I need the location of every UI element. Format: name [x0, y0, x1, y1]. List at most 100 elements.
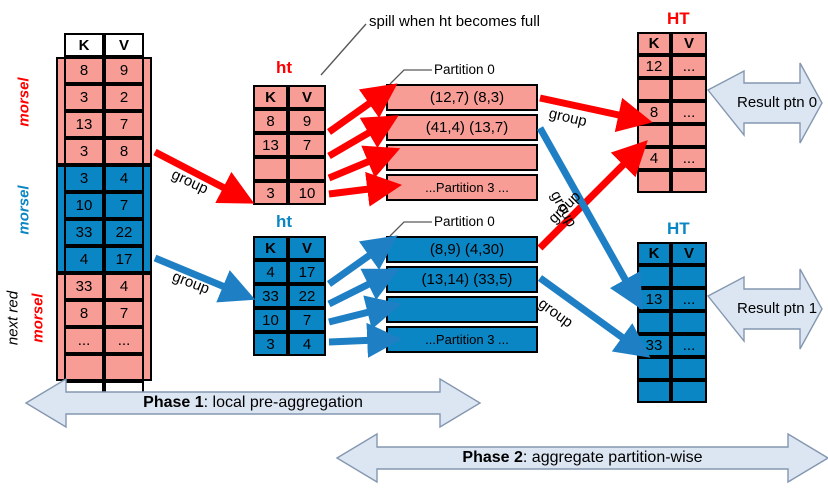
group-label-morsel2: group	[169, 268, 212, 298]
input-cell-k: ...	[64, 327, 104, 354]
input-cell-v: ...	[104, 327, 144, 354]
input-cell-v: 4	[104, 165, 144, 192]
htr-red-cell-v	[671, 124, 707, 147]
input-cell-v: 7	[104, 111, 144, 138]
input-cell-k: 3	[64, 138, 104, 165]
next-red-label: next red	[4, 290, 22, 346]
htr-red-cell-k: 8	[637, 101, 671, 124]
phase-2-rest: : aggregate partition-wise	[522, 449, 703, 466]
htr-red-cell-k	[637, 78, 671, 101]
htr-blue-header-v: V	[671, 242, 707, 265]
htr-red-cell-v: ...	[671, 101, 707, 124]
group-label-morsel1: group	[168, 166, 211, 198]
ht-blue-cell-k: 33	[253, 284, 288, 308]
htr-blue-cell-k: 33	[637, 334, 671, 357]
phase-2-caption: Phase 2: aggregate partition-wise	[377, 447, 788, 469]
result-ptn-1-label: Result ptn 1	[737, 300, 818, 317]
input-cell-k: 13	[64, 111, 104, 138]
htr-blue-cell-v	[671, 357, 707, 380]
input-header-k: K	[64, 33, 104, 57]
spill-note: spill when ht becomes full	[369, 13, 540, 30]
input-cell-k: 10	[64, 192, 104, 219]
ht-blue-header-v: V	[288, 236, 326, 260]
input-cell-v: 2	[104, 84, 144, 111]
ht-red-cell-v: 10	[288, 181, 326, 205]
htr-blue-cell-k	[637, 357, 671, 380]
partition-bar-blue	[386, 296, 538, 323]
ht-red-header-k: K	[253, 85, 288, 109]
partition-bar-red: (41,4) (13,7)	[386, 114, 538, 141]
htr-blue-cell-v: ...	[671, 288, 707, 311]
input-cell-k: 33	[64, 273, 104, 300]
ht-blue-cell-k: 3	[253, 332, 288, 356]
input-cell-v: 22	[104, 219, 144, 246]
group-label-blue-bottom: group	[535, 295, 577, 332]
htr-red-cell-v	[671, 78, 707, 101]
input-cell-v: 8	[104, 138, 144, 165]
input-cell-k: 33	[64, 219, 104, 246]
htr-blue-cell-v	[671, 311, 707, 334]
ht-red-cell-v: 9	[288, 109, 326, 133]
htr-red-cell-v: ...	[671, 55, 707, 78]
partition-bar-blue: ...Partition 3 ...	[386, 326, 538, 353]
htr-blue-cell-v	[671, 380, 707, 403]
group-label-red-top: group	[547, 105, 589, 131]
ht-red-cell-k	[253, 157, 288, 181]
input-cell-k: 8	[64, 57, 104, 84]
htr-red-cell-k	[637, 170, 671, 193]
arrows-htred-to-partitions	[326, 83, 403, 207]
htr-red-header-v: V	[671, 32, 707, 55]
htr-red-cell-k: 4	[637, 147, 671, 170]
ht-blue-cell-v: 17	[288, 260, 326, 284]
input-cell-v	[104, 354, 144, 381]
ht-blue-cell-v: 22	[288, 284, 326, 308]
htr-blue-cell-k	[637, 380, 671, 403]
htr-blue-cell-v: ...	[671, 334, 707, 357]
input-cell-v: 9	[104, 57, 144, 84]
partition-bar-blue: (13,14) (33,5)	[386, 266, 538, 293]
ht-blue-cell-k: 4	[253, 260, 288, 284]
morsel-label-2: morsel	[15, 185, 33, 235]
htr-blue-header-k: K	[637, 242, 671, 265]
phase-2-bold: Phase 2	[462, 449, 523, 466]
htr-blue-cell-v	[671, 265, 707, 288]
htr-red-cell-v: ...	[671, 147, 707, 170]
ht-result-blue-title: HT	[667, 219, 690, 238]
htr-red-cell-k	[637, 124, 671, 147]
ht-red-title: ht	[276, 58, 293, 77]
htr-red-header-k: K	[637, 32, 671, 55]
htr-red-cell-k: 12	[637, 55, 671, 78]
input-cell-k: 3	[64, 84, 104, 111]
ht-red-cell-k: 13	[253, 133, 288, 157]
partition-label-red: Partition 0	[434, 62, 495, 77]
input-cell-v: 7	[104, 300, 144, 327]
ht-blue-header-k: K	[253, 236, 288, 260]
phase-1-bold: Phase 1	[143, 394, 204, 411]
morsel-label-3: morsel	[29, 293, 47, 343]
morsel-label-1: morsel	[15, 77, 33, 127]
ht-red-cell-v: 7	[288, 133, 326, 157]
input-cell-k: 4	[64, 246, 104, 273]
ht-blue-title: ht	[276, 212, 293, 231]
ht-blue-cell-v: 7	[288, 308, 326, 332]
ht-red-cell-k: 3	[253, 181, 288, 205]
ht-blue-cell-v: 4	[288, 332, 326, 356]
input-header-v: V	[104, 33, 144, 57]
input-cell-k: 8	[64, 300, 104, 327]
partition-bar-red	[386, 144, 538, 171]
input-cell-k	[64, 354, 104, 381]
partition-bar-blue: (8,9) (4,30)	[386, 236, 538, 263]
input-cell-v: 17	[104, 246, 144, 273]
htr-blue-cell-k	[637, 265, 671, 288]
htr-blue-cell-k: 13	[637, 288, 671, 311]
ht-red-cell-v	[288, 157, 326, 181]
partition-bar-red: ...Partition 3 ...	[386, 174, 538, 201]
ht-red-cell-k: 8	[253, 109, 288, 133]
partition-bar-red: (12,7) (8,3)	[386, 84, 538, 111]
result-ptn-0-label: Result ptn 0	[737, 94, 818, 111]
htr-blue-cell-k	[637, 311, 671, 334]
input-cell-k: 3	[64, 165, 104, 192]
ht-blue-cell-k: 10	[253, 308, 288, 332]
htr-red-cell-v	[671, 170, 707, 193]
